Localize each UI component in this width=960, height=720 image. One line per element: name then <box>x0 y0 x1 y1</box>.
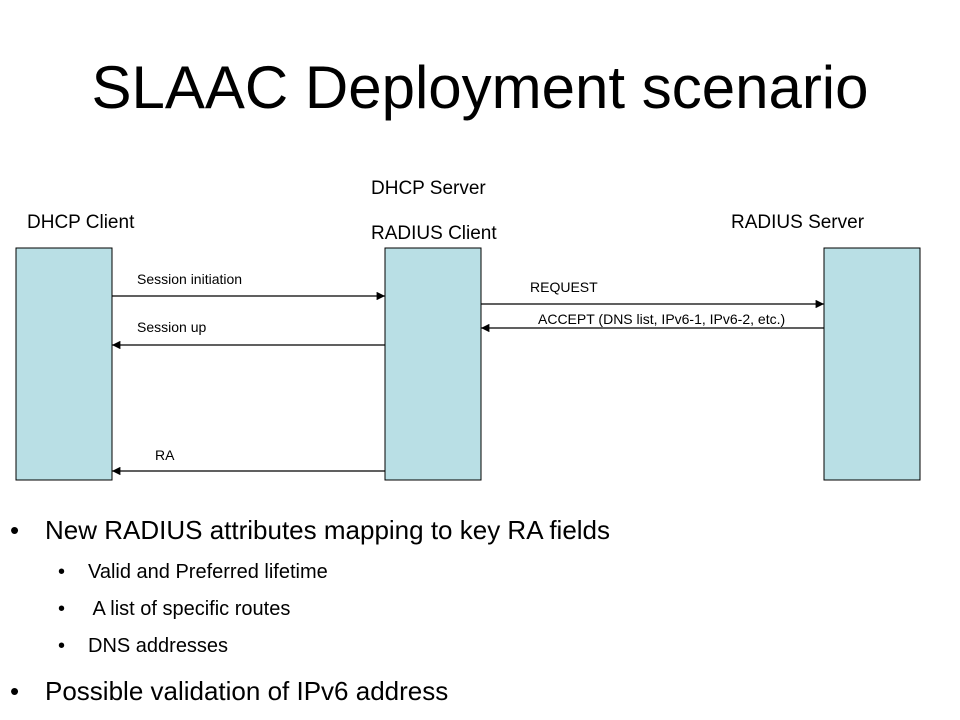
request-label: REQUEST <box>530 279 598 295</box>
session-up-label: Session up <box>137 319 206 335</box>
radius-server-box <box>823 247 921 481</box>
ra-label: RA <box>155 447 175 463</box>
radius-client-label: RADIUS Client <box>371 223 497 244</box>
bullet-item: New RADIUS attributes mapping to key RA … <box>45 515 611 545</box>
bullet-marker: • <box>10 515 20 545</box>
dhcp-client-label: DHCP Client <box>27 212 135 233</box>
dhcp-server-label: DHCP Server <box>371 178 486 199</box>
dhcp-client-box <box>15 247 113 481</box>
sub-bullet-item: Valid and Preferred lifetime <box>88 561 328 583</box>
sub-bullet-item: A list of specific routes <box>88 598 291 620</box>
sub-bullet-marker: • <box>58 561 66 583</box>
sub-bullet-marker: • <box>58 598 66 620</box>
session-initiation-label: Session initiation <box>137 271 242 287</box>
sub-bullet-item: DNS addresses <box>88 635 229 657</box>
radius-server-label: RADIUS Server <box>731 212 865 233</box>
sequence-diagram: DHCP Client DHCP Server RADIUS Client RA… <box>15 178 921 481</box>
bullet-item: Possible validation of IPv6 address <box>45 676 449 706</box>
slide-title: SLAAC Deployment scenario <box>91 54 869 121</box>
accept-label: ACCEPT (DNS list, IPv6-1, IPv6-2, etc.) <box>538 311 785 327</box>
bullet-marker: • <box>10 676 20 706</box>
dhcp-server-radius-client-box <box>384 247 482 481</box>
sub-bullet-marker: • <box>58 635 66 657</box>
